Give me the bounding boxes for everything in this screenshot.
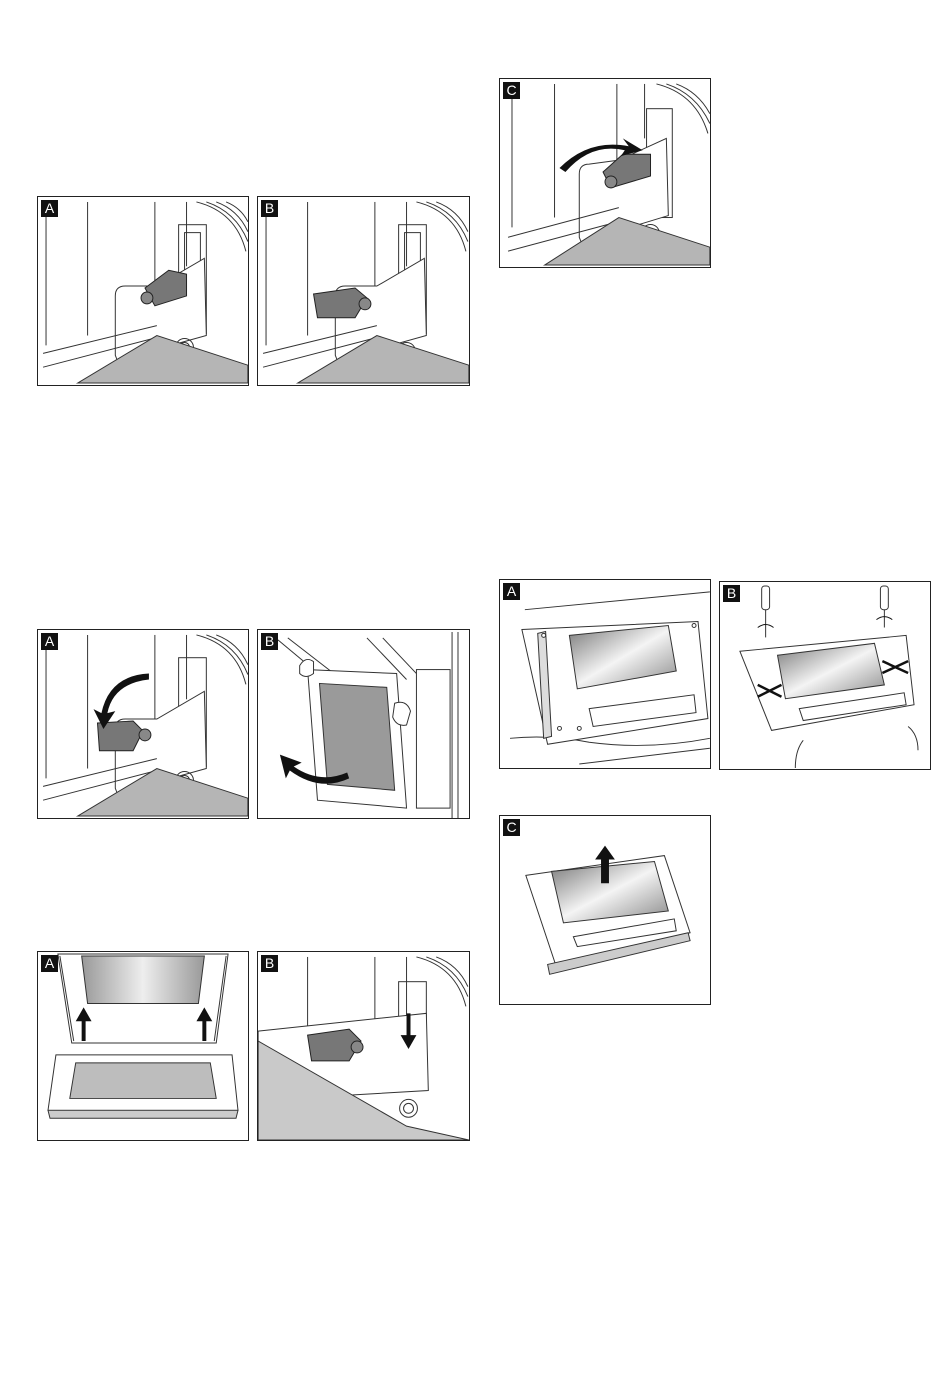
panel-label: A	[41, 955, 58, 972]
hinge-lever-rotate-illustration	[500, 79, 710, 267]
figure-door-glass-b: B	[719, 581, 931, 770]
figure-hinge-lever-a: A	[37, 196, 249, 386]
figure-door-removal-a: A	[37, 629, 249, 819]
panel-label: C	[503, 82, 520, 99]
panel-label: A	[503, 583, 520, 600]
panel-label: B	[261, 633, 278, 650]
panel-label: A	[41, 633, 58, 650]
panel-label: B	[261, 200, 278, 217]
panel-label: A	[41, 200, 58, 217]
panel-label: C	[503, 819, 520, 836]
figure-door-removal-b: B	[257, 629, 470, 819]
door-panel-flat-illustration	[500, 580, 710, 768]
figure-door-refit-a: A	[37, 951, 249, 1141]
figure-hinge-lever-b: B	[257, 196, 470, 386]
door-glass-lift-illustration	[500, 816, 710, 1004]
panel-label: B	[723, 585, 740, 602]
panel-label: B	[261, 955, 278, 972]
door-insert-illustration	[38, 952, 248, 1140]
hinge-lever-open-illustration	[38, 197, 248, 385]
hinge-lever-fold-illustration	[38, 630, 248, 818]
figure-hinge-lever-c: C	[499, 78, 711, 268]
figure-door-glass-a: A	[499, 579, 711, 769]
hinge-lever-lock-illustration	[258, 952, 469, 1140]
hinge-lever-closed-illustration	[258, 197, 469, 385]
screwdriver-icon	[762, 586, 889, 637]
figure-door-refit-b: B	[257, 951, 470, 1141]
figure-door-glass-c: C	[499, 815, 711, 1005]
door-screws-removal-illustration	[720, 582, 930, 769]
door-lift-out-illustration	[258, 630, 469, 818]
